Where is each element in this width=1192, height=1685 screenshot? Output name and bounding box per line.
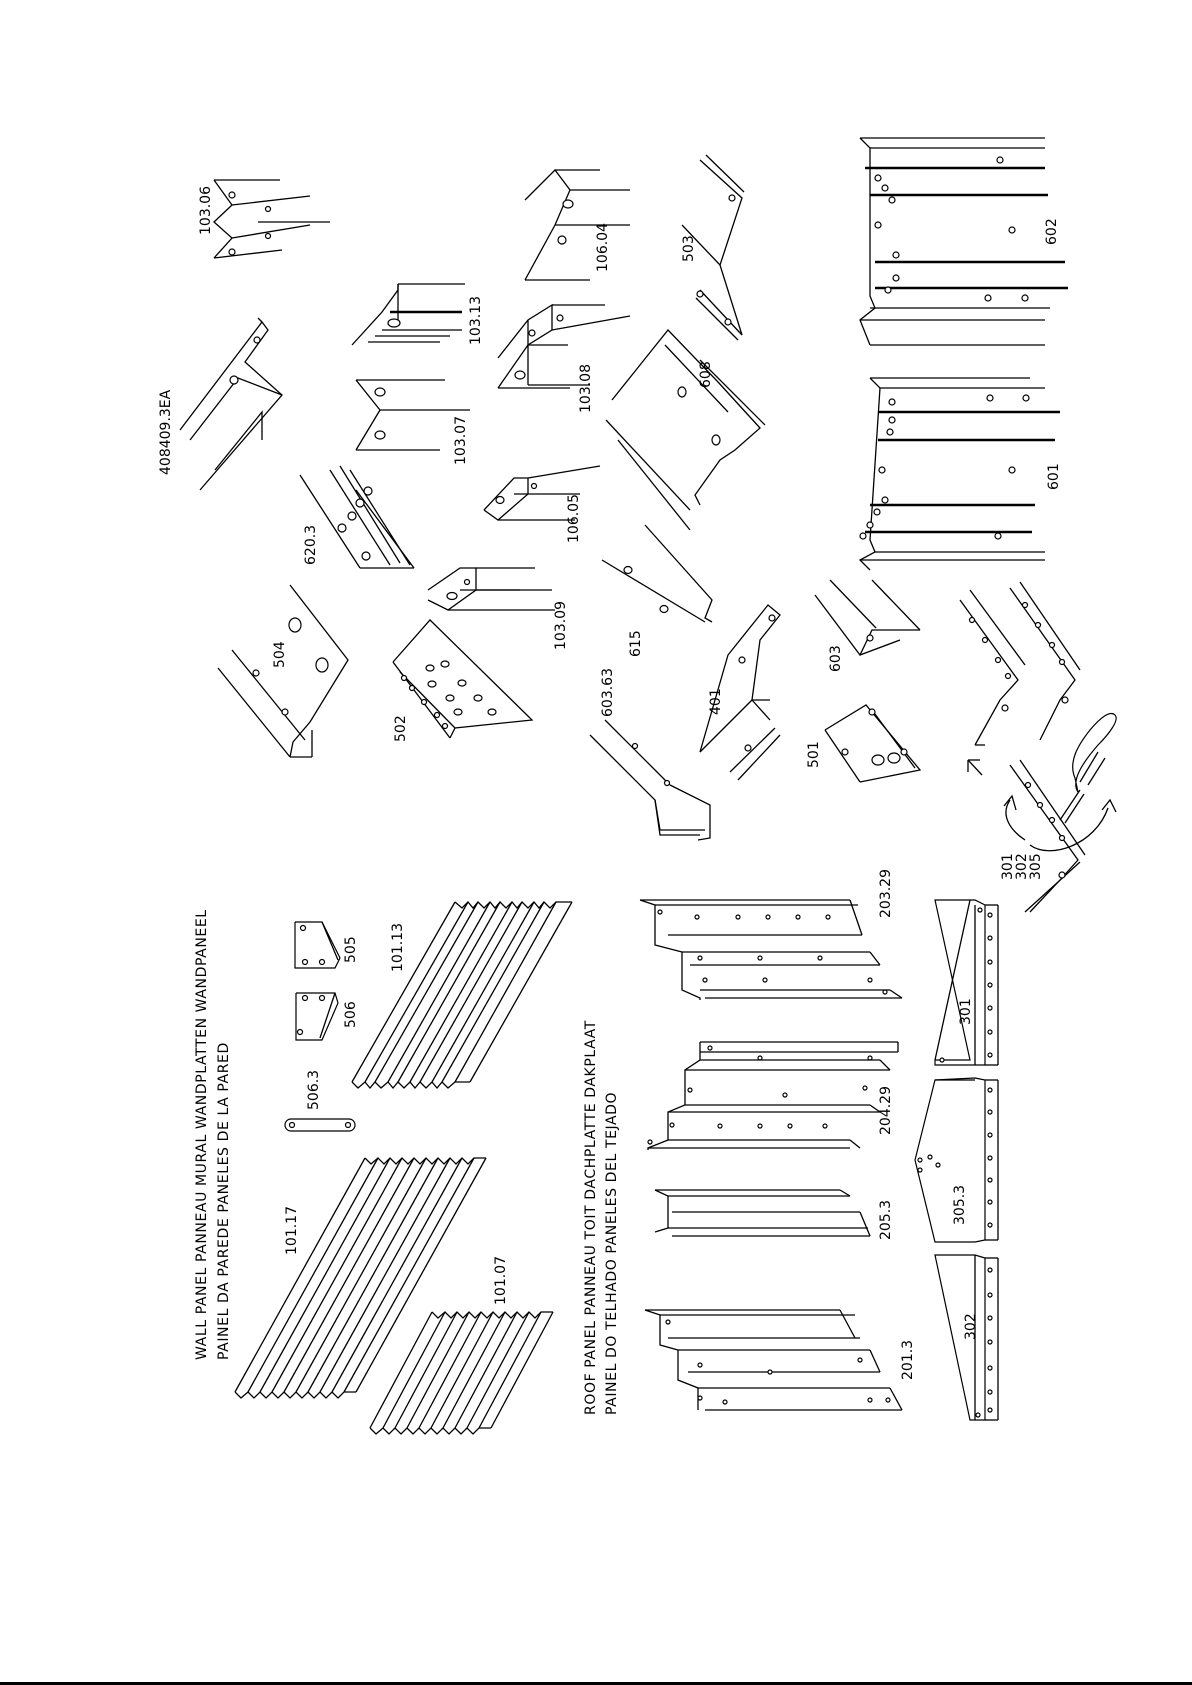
wall-panel-title-line1: WALL PANEL PANNEAU MURAL WANDPLATTEN WAN…: [194, 909, 210, 1360]
part-608: 608: [605, 329, 766, 531]
part-201-3: 201.3: [644, 1309, 916, 1411]
label-106-05: 106.05: [566, 494, 582, 543]
label-505: 505: [343, 936, 359, 963]
part-103-08: 103.08: [497, 303, 631, 413]
label-601: 601: [1046, 463, 1062, 490]
page-bottom-border: [0, 1682, 1192, 1685]
label-501: 501: [806, 741, 822, 768]
label-corner-302: 302: [1014, 853, 1030, 880]
part-103-07: 103.07: [355, 379, 470, 465]
part-205-3: 205.3: [654, 1189, 894, 1240]
wall-panel-title-line2: PAINEL DA PAREDE PANELES DE LA PARED: [216, 1042, 232, 1360]
part-501: 501: [806, 704, 922, 783]
part-103-13: 103.13: [351, 283, 484, 346]
part-305-3: 305.3: [914, 1077, 999, 1243]
part-620-3: 620.3: [299, 465, 415, 569]
part-401: 401: [699, 604, 781, 781]
label-603-63: 603.63: [600, 668, 616, 717]
label-103-13: 103.13: [468, 296, 484, 345]
part-505: 505: [294, 921, 359, 969]
label-101-17: 101.17: [284, 1206, 300, 1255]
label-502: 502: [393, 715, 409, 742]
roof-panel-title-line1: ROOF PANEL PANNEAU TOIT DACHPLATTE DAKPL…: [583, 1020, 599, 1415]
part-103-06: 103.06: [198, 179, 330, 259]
label-620-3: 620.3: [303, 525, 319, 565]
part-101-17: 101.17: [234, 1157, 487, 1399]
label-corner-301: 301: [1000, 853, 1016, 880]
label-615: 615: [628, 630, 644, 657]
label-101-07: 101.07: [493, 1256, 509, 1305]
part-203-29: 203.29: [639, 869, 903, 1000]
part-503: 503: [681, 154, 745, 341]
part-603: 603: [814, 579, 921, 672]
label-103-09: 103.09: [553, 601, 569, 650]
part-101-13: 101.13: [351, 901, 573, 1090]
drawing-number: 408409.3EA: [158, 389, 174, 475]
label-608: 608: [698, 361, 714, 388]
label-504: 504: [272, 641, 288, 668]
part-301: 301: [934, 899, 999, 1066]
part-603-63: 603.63: [589, 668, 711, 841]
label-204-29: 204.29: [878, 1086, 894, 1135]
part-corner-assembly: [959, 581, 1086, 913]
part-502: 502: [392, 619, 534, 742]
label-corner-305: 305: [1028, 853, 1044, 880]
label-201-3: 201.3: [900, 1340, 916, 1380]
roof-panel-title-line2: PAINEL DO TELHADO PANELES DEL TEJADO: [604, 1092, 620, 1415]
label-103-07: 103.07: [453, 416, 469, 465]
label-401: 401: [708, 688, 724, 715]
label-503: 503: [681, 235, 697, 262]
part-602: 602: [859, 137, 1068, 346]
part-506: 506: [295, 992, 359, 1041]
label-103-06: 103.06: [198, 186, 214, 235]
part-106-05: 106.05: [483, 465, 601, 543]
screwdriver-icon: [1059, 712, 1117, 824]
part-601: 601: [858, 377, 1062, 571]
part-506-3: 506.3: [284, 1070, 356, 1132]
part-106-04: 106.04: [524, 169, 630, 281]
part-615: 615: [601, 524, 713, 657]
label-203-29: 203.29: [878, 869, 894, 918]
label-205-3: 205.3: [878, 1200, 894, 1240]
label-301: 301: [958, 998, 974, 1025]
label-302: 302: [963, 1313, 979, 1340]
label-305-3: 305.3: [952, 1185, 968, 1225]
label-101-13: 101.13: [390, 923, 406, 972]
part-101-07: 101.07: [369, 1256, 554, 1435]
label-602: 602: [1044, 218, 1060, 245]
part-103-09: 103.09: [427, 567, 569, 650]
label-106-04: 106.04: [595, 223, 611, 272]
label-603: 603: [828, 645, 844, 672]
part-long-bracket: [179, 317, 283, 491]
label-506: 506: [343, 1001, 359, 1028]
label-506-3: 506.3: [306, 1070, 322, 1110]
part-302: 302: [934, 1254, 999, 1421]
part-504: 504: [217, 584, 349, 758]
label-103-08: 103.08: [578, 364, 594, 413]
part-204-29: 204.29: [647, 1041, 899, 1150]
rotate-arrow-icon: [1003, 794, 1117, 852]
